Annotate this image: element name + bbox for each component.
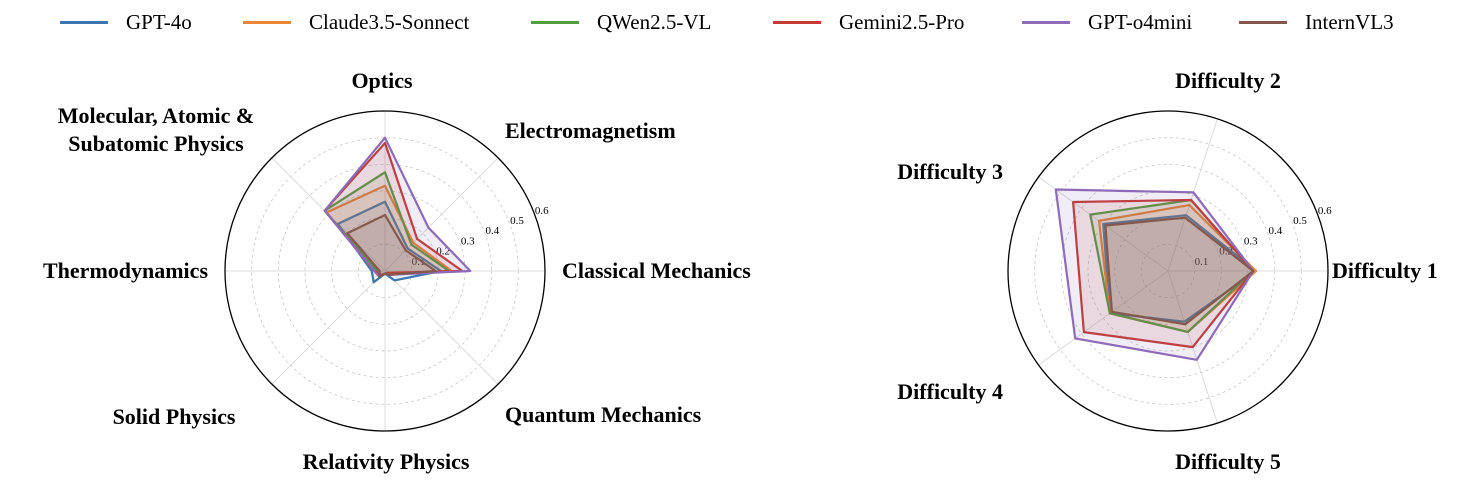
legend-label: InternVL3 [1305,9,1394,34]
legend: GPT-4o Claude3.5-Sonnect QWen2.5-VL Gemi… [0,0,1464,44]
axis-label-difficulty-1: Difficulty 1 [1332,258,1438,283]
outer-circle [224,110,546,432]
tick-label: 0.6 [1318,205,1332,217]
tick-label: 0.3 [1244,235,1258,247]
spoke-line [384,157,499,272]
tick-label: 0.6 [535,205,549,217]
legend-swatch [531,20,579,24]
axis-label-classical-mechanics: Classical Mechanics [562,258,751,283]
spoke-line [1038,270,1169,366]
legend-item-gemini: Gemini2.5-Pro [773,8,964,36]
axis-label-difficulty-3: Difficulty 3 [897,159,1003,184]
spoke-line [1167,118,1218,272]
axis-label-difficulty-2: Difficulty 2 [1175,68,1281,93]
legend-label: Gemini2.5-Pro [839,9,965,34]
legend-label: QWen2.5-VL [597,9,712,34]
tick-label: 0.4 [1269,225,1283,237]
legend-label: GPT-o4mini [1088,9,1193,34]
axis-label-quantum-mechanics: Quantum Mechanics [505,402,702,427]
series-gpt-4o [336,200,443,284]
legend-swatch [60,20,108,24]
axis-label-solid-physics: Solid Physics [113,404,236,429]
axis-label-difficulty-4: Difficulty 4 [897,379,1003,404]
legend-swatch [1022,20,1070,24]
axis-label-relativity-physics: Relativity Physics [303,449,470,474]
legend-label: Claude3.5-Sonnect [309,9,470,34]
legend-item-gpt-4o: GPT-4o [60,8,192,36]
legend-label: GPT-4o [126,9,192,34]
tick-label: 0.1 [1195,256,1209,268]
axis-label-thermodynamics: Thermodynamics [43,258,208,283]
legend-swatch [243,20,291,24]
outer-circle [1007,110,1329,432]
series-internvl3 [1104,216,1255,326]
spoke-line [384,270,499,385]
axis-label-difficulty-5: Difficulty 5 [1175,449,1281,474]
spoke-line [271,270,386,385]
series-internvl3 [346,213,437,278]
legend-item-internvl3: InternVL3 [1239,8,1394,36]
legend-swatch [773,20,821,24]
legend-item-claude: Claude3.5-Sonnect [243,8,469,36]
legend-item-qwen: QWen2.5-VL [531,8,711,36]
tick-label: 0.5 [510,215,524,227]
axis-label-optics: Optics [351,68,413,93]
tick-label: 0.3 [461,235,475,247]
axis-label-electromagnetism: Electromagnetism [505,118,676,143]
legend-swatch [1239,20,1287,24]
axis-label-molecular-atomic-subatomic-physics: Molecular, Atomic &Subatomic Physics [58,103,255,156]
tick-label: 0.5 [1293,215,1307,227]
legend-item-gpt-o4mini: GPT-o4mini [1022,8,1192,36]
tick-label: 0.4 [486,225,500,237]
